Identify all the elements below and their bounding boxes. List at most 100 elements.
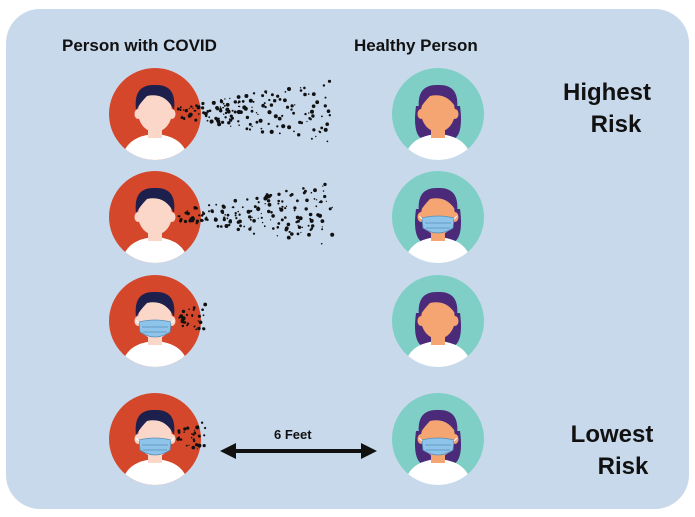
droplet-2-155 [304,207,308,211]
droplet-3-10 [192,308,195,311]
hair-top-1 [418,84,458,110]
droplet-2-10 [246,209,251,214]
droplet-1-159 [273,99,277,103]
droplet-4-4 [192,433,195,436]
droplet-4-26 [197,443,202,448]
droplet-2-118 [222,218,226,222]
droplet-4-10 [195,443,199,447]
droplet-1-121 [224,116,227,119]
droplet-1-156 [219,109,223,113]
droplet-2-107 [178,215,181,218]
droplet-2-27 [298,216,303,221]
droplet-1-137 [228,118,231,120]
droplet-cloud-2 [177,182,335,245]
ear-left-2 [134,212,142,222]
droplet-2-117 [213,217,218,222]
droplet-1-124 [303,86,306,90]
droplet-1-1 [315,135,317,138]
droplet-2-139 [216,224,220,228]
droplet-2-108 [315,205,318,208]
droplet-2-158 [236,227,240,232]
droplet-1-65 [261,103,265,108]
hair-top-1 [135,84,175,110]
droplet-3-9 [201,308,204,312]
lowest-risk-line-1: Lowest [570,421,654,448]
face-mask-2 [421,215,455,234]
droplet-2-39 [301,226,304,229]
droplet-2-122 [296,232,300,236]
droplet-1-25 [182,117,186,120]
droplet-4-13 [185,444,188,447]
droplet-1-21 [219,106,222,108]
droplet-1-20 [267,110,272,115]
droplet-1-145 [299,87,302,89]
droplet-2-4 [281,200,284,203]
droplet-1-109 [264,90,268,94]
droplet-1-117 [192,107,194,109]
droplet-2-67 [309,218,314,223]
droplet-2-111 [310,227,314,230]
droplet-1-160 [222,106,225,109]
droplet-1-42 [268,98,271,102]
droplet-2-22 [295,215,300,220]
droplet-2-102 [198,214,201,217]
droplet-1-98 [193,109,196,112]
droplet-4-5 [197,434,201,438]
droplet-1-131 [236,109,241,115]
droplet-2-124 [253,205,257,209]
droplet-cloud-1 [177,79,332,143]
droplet-2-82 [231,206,234,208]
ear-right-1 [451,109,459,119]
droplet-4-22 [194,433,197,435]
droplet-1-100 [202,111,206,115]
droplet-1-105 [318,130,321,133]
droplet-1-22 [229,114,233,118]
droplet-3-3 [181,324,184,328]
droplet-2-87 [255,196,259,200]
droplet-cloud-3 [178,302,208,331]
infected-person-header: Person with COVID [62,36,217,55]
droplet-1-82 [224,104,226,107]
highest-risk-line-1: Highest [562,79,651,106]
droplet-3-27 [191,315,193,318]
droplet-3-29 [181,309,186,314]
droplet-4-18 [176,437,181,441]
droplet-1-166 [214,116,218,121]
mask-strap-left-4 [418,437,423,442]
droplet-3-5 [203,302,208,307]
droplet-2-32 [271,214,275,218]
droplet-1-157 [258,118,263,123]
droplet-3-25 [198,320,203,325]
droplet-2-89 [208,204,211,207]
ear-right-2 [168,212,176,222]
droplet-1-113 [188,107,190,110]
droplet-1-136 [276,125,279,128]
healthy-person-4 [392,393,484,485]
droplet-2-165 [220,209,224,214]
droplet-4-25 [196,448,198,450]
droplet-1-126 [276,94,280,98]
droplet-2-81 [286,222,291,227]
healthy-person-2 [392,171,484,263]
droplet-2-119 [248,215,252,219]
droplet-3-22 [181,316,186,321]
droplet-3-11 [195,328,198,331]
droplet-1-135 [215,106,219,110]
droplet-1-90 [229,97,231,100]
droplet-1-4 [211,100,216,105]
droplet-2-170 [320,242,323,245]
droplet-4-7 [191,433,193,435]
droplet-2-134 [224,224,229,228]
droplet-3-15 [191,314,194,317]
infected-person-4 [109,393,201,485]
droplet-1-49 [309,118,312,121]
droplet-1-63 [197,113,200,115]
droplet-1-129 [323,104,327,108]
droplet-1-146 [325,122,330,126]
shirt-3 [121,341,189,367]
droplet-2-71 [276,226,280,229]
droplet-2-152 [330,232,335,237]
hair-top-2 [135,187,175,213]
droplet-1-150 [257,113,259,116]
droplet-1-56 [290,108,293,111]
